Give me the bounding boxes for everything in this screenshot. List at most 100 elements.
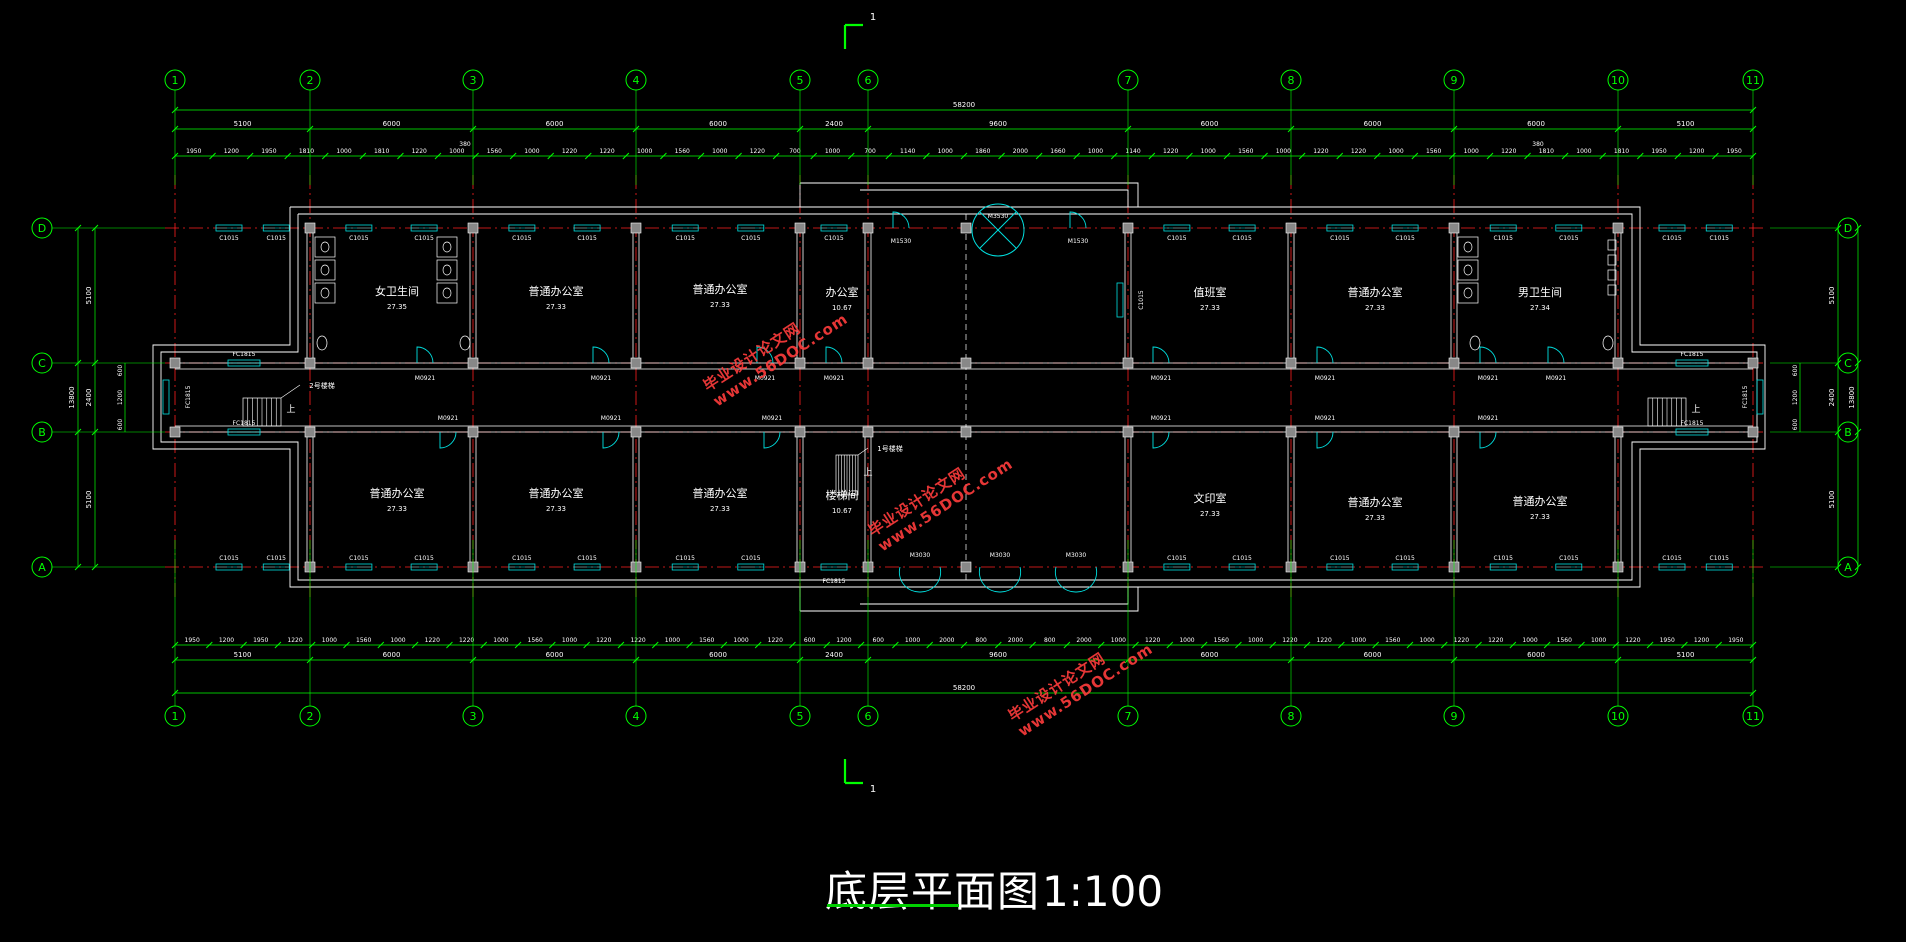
window-label: C1015: [741, 235, 761, 242]
dim-detail-bottom-tick: [1372, 641, 1380, 649]
dim-detail-bottom-label: 1000: [905, 637, 920, 644]
toilet-stall: [314, 236, 336, 258]
window-label: C1015: [675, 235, 695, 242]
dim-bays-top-label: 6000: [546, 120, 564, 128]
column: [1448, 426, 1460, 438]
dim-detail-top-label: 1220: [1351, 148, 1366, 155]
door-swing: [898, 566, 921, 593]
dim-detail-bottom-label: 1220: [425, 637, 440, 644]
toilet-stall: [1457, 282, 1479, 304]
door-swing: [439, 431, 457, 449]
dim-detail-top-tick: [397, 152, 404, 160]
column: [1122, 426, 1134, 438]
toilet-bowl: [320, 264, 330, 276]
dim-detail-top-tick: [359, 152, 367, 160]
dim-detail-bottom-tick: [446, 641, 453, 649]
toilet-bowl: [442, 241, 452, 253]
dim-detail-bottom-tick: [823, 641, 831, 649]
dim-detail-bottom-tick: [240, 641, 247, 649]
dim-detail-top-label: 1000: [1388, 148, 1403, 155]
column: [1448, 357, 1460, 369]
door-label: M1530: [1068, 238, 1089, 245]
dim-detail-bottom-label: 1220: [1625, 637, 1640, 644]
column: [1612, 426, 1624, 438]
window-side-label: FC1815: [1742, 385, 1749, 408]
window-label: C1015: [512, 235, 532, 242]
toilet-bowl: [1463, 287, 1473, 299]
door-swing: [1547, 346, 1565, 364]
dim-detail-top-label: 1950: [1727, 148, 1742, 155]
dim-detail-bottom-tick: [1406, 641, 1414, 649]
dim-detail-top-label: 700: [864, 148, 876, 155]
dim-detail-top-tick: [622, 152, 630, 160]
dim-detail-top-tick: [1186, 152, 1193, 160]
door-swing: [919, 566, 942, 593]
dim-detail-top-label: 1220: [1313, 148, 1328, 155]
door-label: M0921: [824, 375, 845, 382]
dim-detail-top-label: 1950: [261, 148, 276, 155]
axis-bubble-label: 5: [797, 74, 804, 87]
dim-right-small-label: 1200: [1792, 390, 1799, 405]
dim-bays-bottom-label: 6000: [1201, 651, 1219, 659]
dim-detail-bottom-tick: [892, 641, 899, 649]
dim-detail-bottom-label: 1000: [322, 637, 337, 644]
dim-right-small-label: 600: [1792, 419, 1799, 431]
window-label: C1015: [349, 235, 369, 242]
dim-bays-top-label: 9600: [989, 120, 1007, 128]
column: [467, 426, 479, 438]
room-name: 普通办公室: [1348, 285, 1403, 299]
dim-left-outer-label: 13800: [68, 386, 76, 408]
dim-detail-top-tick: [1298, 152, 1306, 160]
axis-bubble-label: 6: [865, 74, 872, 87]
dim-detail-bottom-tick: [1337, 641, 1345, 649]
column: [304, 357, 316, 369]
dim-detail-bottom-tick: [1578, 641, 1585, 649]
dim-detail-bottom-tick: [1303, 641, 1311, 649]
dim-detail-bottom-label: 1000: [493, 637, 508, 644]
door-label: M0921: [438, 415, 459, 422]
room-area: 27.33: [710, 505, 730, 513]
dim-detail-bottom-tick: [377, 641, 385, 649]
dim-detail-bottom-label: 1560: [1385, 637, 1400, 644]
dim-detail-top-tick: [847, 152, 855, 160]
dim-detail-top-label: 1950: [186, 148, 201, 155]
axis-bubble-label: A: [1844, 561, 1852, 574]
door-swing: [763, 431, 781, 449]
window-label: C1015: [1167, 235, 1187, 242]
dim-detail-bottom-tick: [1715, 641, 1723, 649]
window-label: C1015: [267, 555, 287, 562]
dim-detail-bottom-tick: [789, 641, 796, 649]
dim-detail-bottom-label: 1220: [630, 637, 645, 644]
dim-detail-bottom-label: 1950: [253, 637, 268, 644]
dim-detail-bottom-label: 800: [1044, 637, 1056, 644]
dim-small-label: 380: [459, 141, 471, 148]
column: [169, 426, 181, 438]
room-name: 女卫生间: [375, 284, 419, 298]
dim-bays-top-label: 6000: [383, 120, 401, 128]
dim-detail-top-tick: [209, 152, 216, 160]
window-label: C1015: [1395, 555, 1415, 562]
dim-detail-bottom-label: 1220: [1488, 637, 1503, 644]
dim-detail-bottom-label: 1220: [1145, 637, 1160, 644]
outer-wall-outline: [152, 206, 1766, 588]
dim-detail-bottom-tick: [857, 641, 865, 649]
toilet-stall: [436, 236, 458, 258]
axis-bubble-label: 10: [1611, 710, 1625, 723]
room-area: 10.67: [832, 304, 852, 312]
dim-detail-bottom-label: 1560: [528, 637, 543, 644]
door-swing: [1479, 346, 1497, 364]
dim-bays-bottom-label: 5100: [1677, 651, 1695, 659]
column: [960, 561, 972, 573]
dim-detail-bottom-tick: [651, 641, 659, 649]
dim-detail-top-tick: [1261, 152, 1268, 160]
stair-leader: [857, 447, 869, 456]
section-mark: 1: [843, 759, 876, 795]
window-side: [1756, 379, 1764, 415]
dim-detail-bottom-label: 600: [873, 637, 885, 644]
stair-leader: [280, 384, 301, 399]
window-label: FC1815: [233, 420, 256, 427]
axis-bubble-label: D: [38, 222, 46, 235]
